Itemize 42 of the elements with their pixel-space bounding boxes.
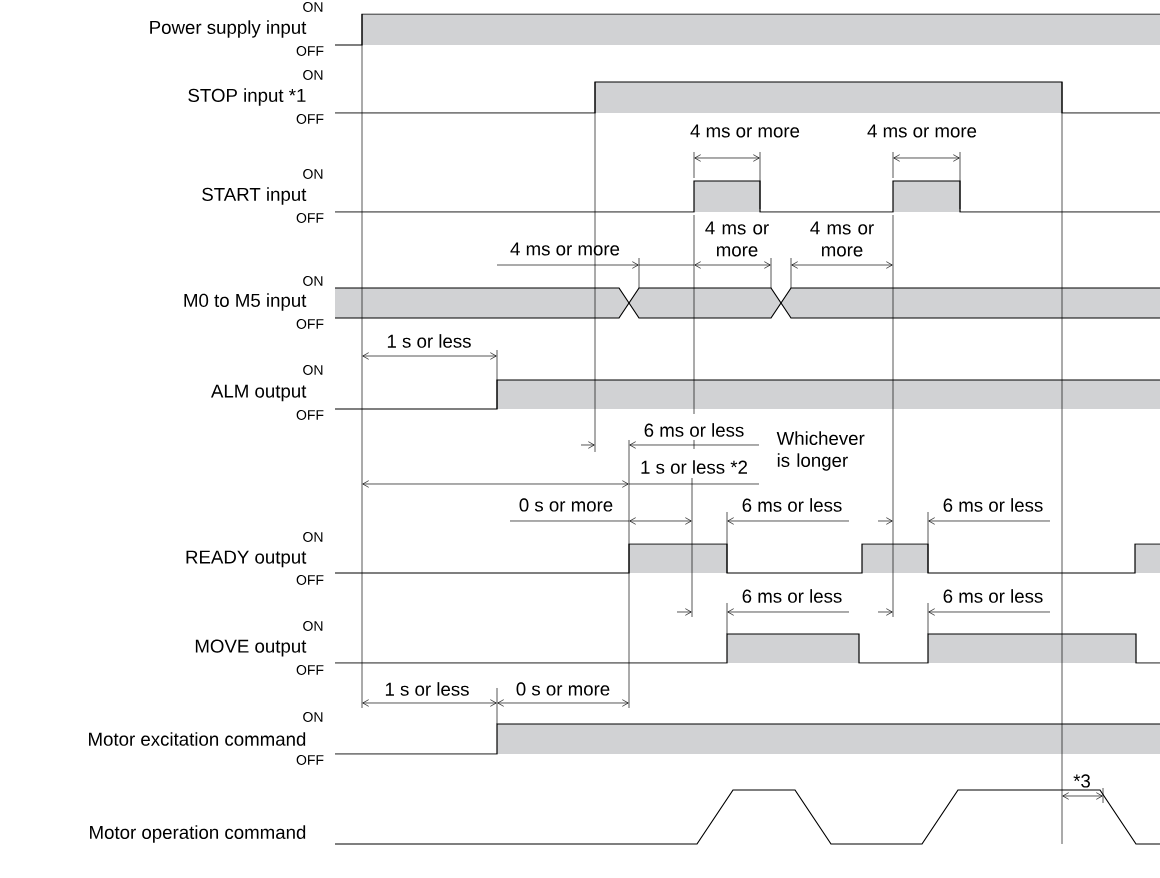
- state-label: OFF: [296, 319, 324, 329]
- state-label: OFF: [296, 410, 324, 420]
- timing-label: 4 ms or more: [810, 221, 874, 257]
- signal-name: Power supply input: [150, 20, 307, 38]
- state-label: OFF: [296, 46, 324, 56]
- signal-name: ALM output: [211, 384, 307, 402]
- timing-label: *3: [1073, 774, 1090, 788]
- signal-name: STOP input *1: [188, 88, 306, 106]
- state-label: ON: [303, 365, 323, 375]
- timing-label: 6 ms or less: [943, 589, 1043, 603]
- signal-name: Motor operation command: [90, 825, 306, 843]
- timing-label: 4 ms or more: [690, 124, 800, 138]
- timing-label: 6 ms or less: [943, 498, 1043, 512]
- timing-label: 6 ms or less: [742, 498, 842, 512]
- note-text: Whichever is longer: [776, 431, 865, 471]
- timing-label: 6 ms or less: [644, 423, 744, 437]
- state-label: OFF: [296, 213, 324, 223]
- state-label: ON: [303, 169, 323, 179]
- timing-label: 0 s or more: [519, 498, 613, 512]
- state-label: OFF: [296, 755, 324, 765]
- timing-label: 1 s or less: [387, 334, 471, 348]
- state-label: ON: [303, 2, 323, 12]
- state-label: ON: [303, 532, 323, 542]
- signal-name: MOVE output: [195, 639, 307, 657]
- signal-name: START input: [202, 187, 307, 205]
- state-label: ON: [303, 712, 323, 722]
- state-label: ON: [303, 70, 323, 80]
- timing-label: 1 s or less: [385, 682, 469, 696]
- signal-name: M0 to M5 input: [184, 293, 307, 311]
- timing-label: 0 s or more: [516, 682, 610, 696]
- state-label: OFF: [296, 575, 324, 585]
- state-label: ON: [303, 621, 323, 631]
- timing-label: 4 ms or more: [867, 124, 977, 138]
- timing-label: 4 ms or more: [705, 221, 769, 257]
- timing-label: 1 s or less *2: [641, 460, 747, 474]
- signal-name: READY output: [186, 550, 307, 568]
- state-label: ON: [303, 276, 323, 286]
- state-label: OFF: [296, 114, 324, 124]
- timing-label: 4 ms or more: [510, 242, 620, 256]
- timing-label: 6 ms or less: [742, 589, 842, 603]
- state-label: OFF: [296, 665, 324, 675]
- signal-name: Motor excitation command: [89, 732, 306, 746]
